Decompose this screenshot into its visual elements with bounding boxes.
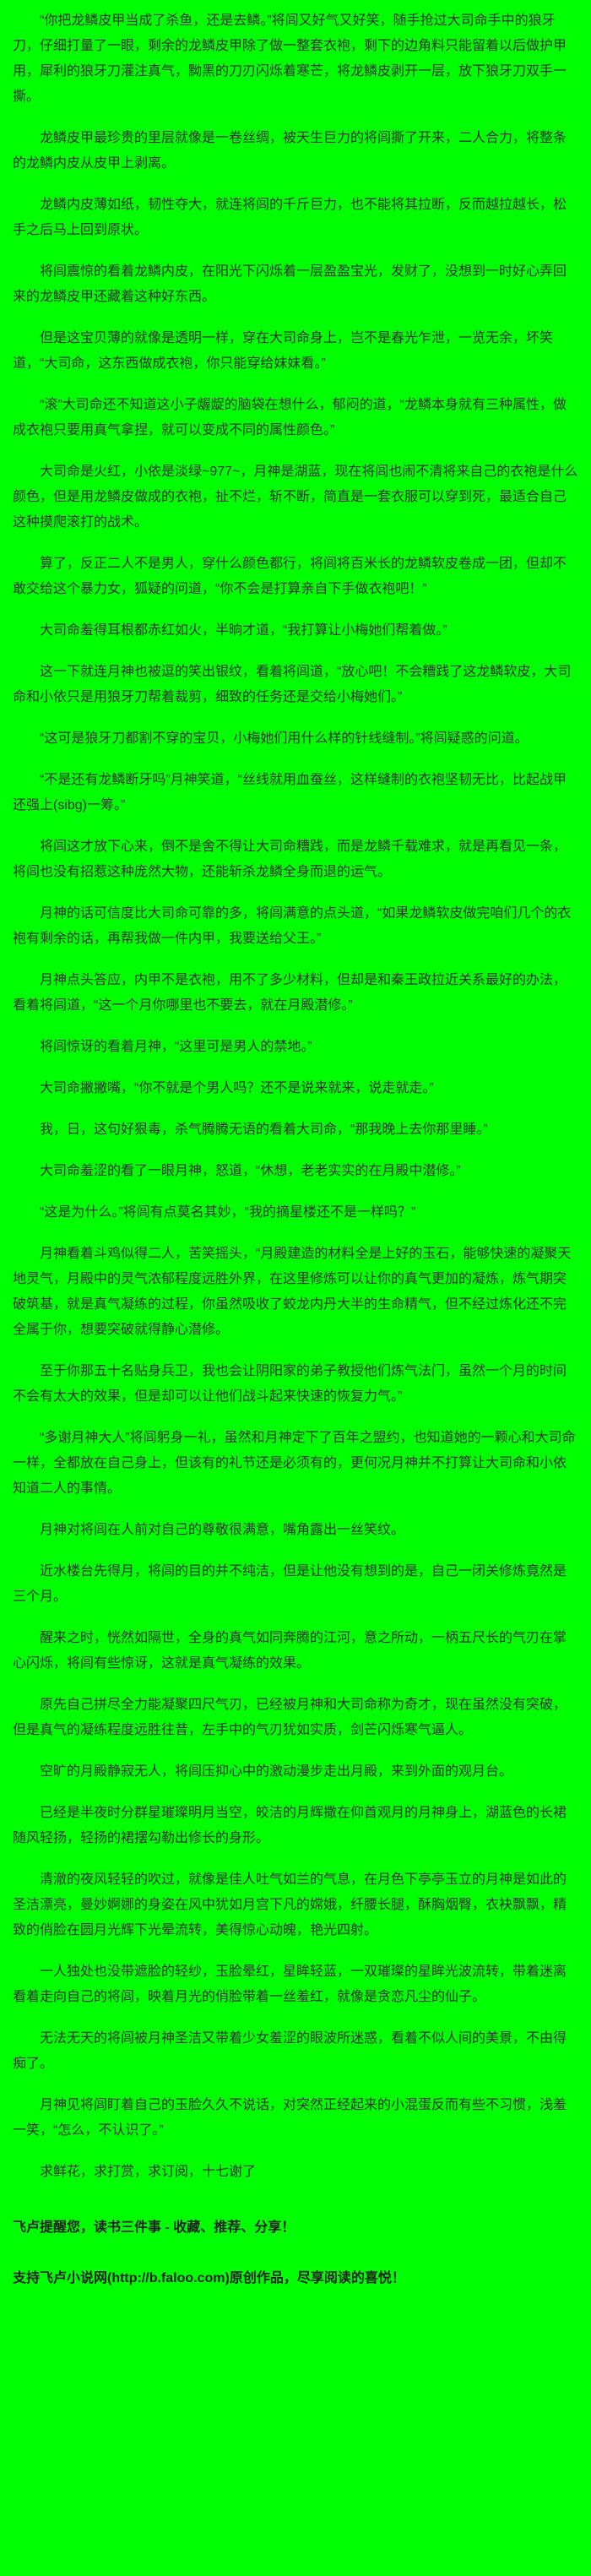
paragraph: “你把龙鳞皮甲当成了杀鱼，还是去鳞。”将闾又好气又好笑，随手抢过大司命手中的狼牙… <box>13 14 567 104</box>
paragraph: 将闾惊讶的看着月神，“这里可是男人的禁地。” <box>40 1040 312 1054</box>
paragraph: 至于你那五十名贴身兵卫，我也会让阴阳家的弟子教授他们炼气法门，虽然一个月的时间不… <box>13 1364 567 1404</box>
paragraph: 我，日，这句好狠毒，杀气腾腾无语的看着大司命，“那我晚上去你那里睡。” <box>40 1122 488 1137</box>
paragraph: 但是这宝贝薄的就像是透明一样，穿在大司命身上，岂不是春光乍泄，一览无余，坏笑道，… <box>13 331 554 371</box>
paragraph: 月神见将闾盯着自己的玉脸久久不说话，对突然正经起来的小混蛋反而有些不习惯，浅羞一… <box>13 2098 567 2138</box>
paragraph: 将闾震惊的看着龙鳞内皮，在阳光下闪烁着一层盈盈宝光，发财了，没想到一时好心弄回来… <box>13 264 567 304</box>
paragraph: 无法无天的将闾被月神圣洁又带着少女羞涩的眼波所迷惑，看着不似人间的美景，不由得痴… <box>13 2031 567 2071</box>
paragraph: 大司命羞得耳根都赤红如火，半晌才道，“我打算让小梅她们帮着做。” <box>40 623 447 638</box>
faloo-footer: 支持飞卢小说网(http://b.faloo.com)原创作品，尽享阅读的喜悦！ <box>13 2271 405 2285</box>
paragraph: 月神看着斗鸡似得二人，苦笑摇头，“月殿建造的材料全是上好的玉石，能够快速的凝聚天… <box>13 1247 572 1337</box>
paragraph: 月神对将闾在人前对自己的尊敬很满意，嘴角露出一丝笑纹。 <box>40 1523 405 1537</box>
paragraph: 将闾这才放下心来，倒不是舍不得让大司命糟践，而是龙鳞千载难求，就是再看见一条，将… <box>13 840 567 879</box>
paragraph: 大司命羞涩的看了一眼月神，怒道，“休想，老老实实的在月殿中潜修。” <box>40 1164 461 1178</box>
paragraph: 月神的话可信度比大司命可靠的多，将闾满意的点头道，“如果龙鳞软皮做完咱们几个的衣… <box>13 906 572 946</box>
paragraph: 月神点头答应，内甲不是衣袍，用不了多少材料，但却是和秦王政拉近关系最好的办法，看… <box>13 973 567 1013</box>
paragraph: 原先自己拼尽全力能凝聚四尺气刃，已经被月神和大司命称为奇才，现在虽然没有突破，但… <box>13 1698 567 1737</box>
paragraph: 这一下就连月神也被逗的笑出银纹，看着将闾道，“放心吧！不会糟践了这龙鳞软皮，大司… <box>13 665 572 704</box>
chapter-text: “你把龙鳞皮甲当成了杀鱼，还是去鳞。”将闾又好气又好笑，随手抢过大司命手中的狼牙… <box>13 8 578 2144</box>
paragraph: “不是还有龙鳞断牙吗”月神笑道，“丝线就用血蚕丝，这样缝制的衣袍坚韧无比，比起战… <box>13 773 567 812</box>
paragraph: “滚”大司命还不知道这小子龌龊的脑袋在想什么，郁闷的道，“龙鳞本身就有三种属性，… <box>13 398 567 437</box>
paragraph: 龙鳞皮甲最珍贵的里层就像是一卷丝绸，被天生巨力的将闾撕了开来，二人合力，将整条的… <box>13 131 567 171</box>
paragraph: 一人独处也没带遮脸的轻纱，玉脸晕红，星眸轻蓝，一双璀璨的星眸光波流转，带着迷离看… <box>13 1965 567 2004</box>
paragraph: 空旷的月殿静寂无人，将闾压抑心中的激动漫步走出月殿，来到外面的观月台。 <box>40 1764 513 1779</box>
paragraph: “多谢月神大人”将闾躬身一礼，虽然和月神定下了百年之盟约，也知道她的一颗心和大司… <box>13 1431 576 1496</box>
paragraph: 清澈的夜风轻轻的吹过，就像是佳人吐气如兰的气息，在月色下亭亭玉立的月神是如此的圣… <box>13 1872 567 1937</box>
faloo-reminder: 飞卢提醒您，读书三件事 - 收藏、推荐、分享！ <box>13 2220 296 2235</box>
paragraph: 大司命撇撇嘴，“你不就是个男人吗？还不是说来就来，说走就走。” <box>40 1081 434 1095</box>
author-note: 求鲜花，求打赏，求订阅，十七谢了 <box>40 2165 257 2179</box>
paragraph: “这是为什么。”将闾有点莫名其妙，“我的摘星楼还不是一样吗？” <box>40 1205 416 1220</box>
paragraph: “这可是狼牙刀都割不穿的宝贝，小梅她们用什么样的针线缝制。”将闾疑惑的问道。 <box>40 731 529 746</box>
paragraph: 近水楼台先得月，将闾的目的并不纯洁，但是让他没有想到的是，自己一闭关修炼竟然是三… <box>13 1564 567 1604</box>
paragraph: 算了，反正二人不是男人，穿什么颜色都行，将闾将百米长的龙鳞软皮卷成一团，但却不敢… <box>13 557 567 596</box>
paragraph: 醒来之时，恍然如隔世，全身的真气如同奔腾的江河，意之所动，一柄五尺长的气刃在掌心… <box>13 1631 567 1671</box>
paragraph: 大司命是火红，小依是淡绿~977~，月神是湖蓝，现在将闾也闹不清将来自己的衣袍是… <box>13 465 578 530</box>
paragraph: 已经是半夜时分群星璀璨明月当空，皎洁的月辉撒在仰首观月的月神身上，湖蓝色的长裙随… <box>13 1806 567 1845</box>
paragraph: 龙鳞内皮薄如纸，韧性夺大，就连将闾的千斤巨力，也不能将其拉断，反而越拉越长，松手… <box>13 198 567 237</box>
